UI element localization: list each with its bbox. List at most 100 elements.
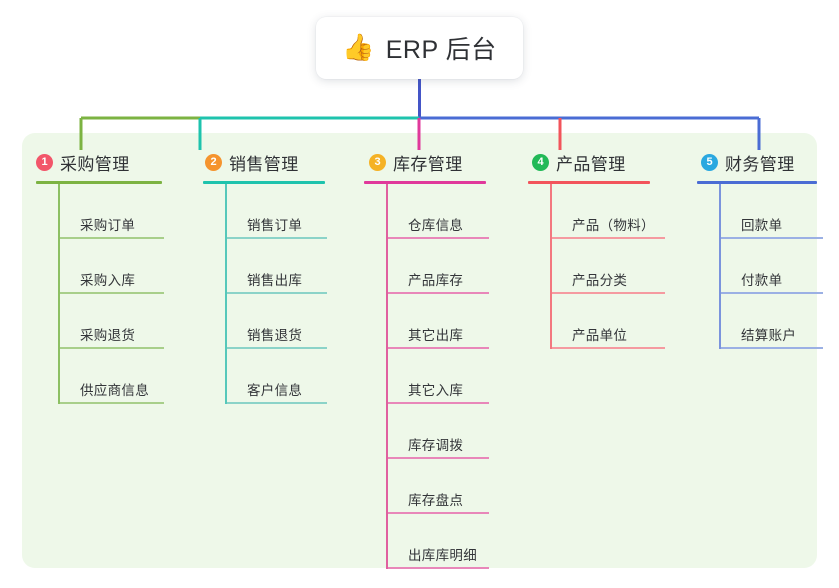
leaf-item[interactable]: 仓库信息: [386, 184, 520, 239]
leaf-item-label: 其它出库: [408, 328, 464, 343]
leaf-item[interactable]: 产品单位: [550, 294, 688, 349]
leaf-item[interactable]: 销售订单: [225, 184, 351, 239]
leaf-item-label: 回款单: [741, 218, 783, 233]
branch-rule-2: [203, 181, 325, 184]
leaf-item-label: 其它入库: [408, 383, 464, 398]
branch-title-2: 销售管理: [229, 154, 299, 174]
branch-column-1[interactable]: 1 采购管理 采购订单采购入库采购退货供应商信息: [22, 149, 182, 404]
branch-column-3[interactable]: 3 库存管理 仓库信息产品库存其它出库其它入库库存调拨库存盘点出库库明细: [355, 149, 520, 569]
thumbs-up-icon: 👍: [342, 32, 375, 62]
leaf-item[interactable]: 回款单: [719, 184, 839, 239]
leaf-item[interactable]: 采购订单: [58, 184, 182, 239]
leaf-item-label: 销售订单: [247, 218, 303, 233]
branch-leaves-5: 回款单付款单结算账户: [719, 184, 839, 349]
leaf-item-label: 采购订单: [80, 218, 136, 233]
branch-badge-1: 1: [36, 153, 53, 171]
leaf-item[interactable]: 采购退货: [58, 294, 182, 349]
branch-header-1[interactable]: 1 采购管理: [22, 149, 182, 175]
leaf-item-label: 采购退货: [80, 328, 136, 343]
leaf-item-rule: [60, 347, 164, 349]
branch-spine-4: [550, 184, 552, 349]
leaf-item-label: 出库库明细: [408, 548, 477, 563]
leaf-item-rule: [60, 402, 164, 404]
leaf-item-rule: [552, 347, 665, 349]
diagram-background-panel: [22, 133, 817, 568]
branch-column-2[interactable]: 2 销售管理 销售订单销售出库销售退货客户信息: [191, 149, 351, 404]
leaf-item[interactable]: 销售出库: [225, 239, 351, 294]
leaf-item-rule: [388, 347, 489, 349]
leaf-item[interactable]: 结算账户: [719, 294, 839, 349]
leaf-item[interactable]: 其它入库: [386, 349, 520, 404]
leaf-item-rule: [388, 512, 489, 514]
leaf-item-label: 销售出库: [247, 273, 303, 288]
leaf-item[interactable]: 供应商信息: [58, 349, 182, 404]
leaf-item[interactable]: 产品库存: [386, 239, 520, 294]
leaf-item-label: 库存盘点: [408, 493, 464, 508]
leaf-item-rule: [227, 292, 327, 294]
leaf-item-label: 产品库存: [408, 273, 464, 288]
branch-leaves-1: 采购订单采购入库采购退货供应商信息: [58, 184, 182, 404]
leaf-item-label: 产品（物料）: [572, 218, 655, 233]
branch-title-4: 产品管理: [556, 154, 626, 174]
leaf-item[interactable]: 采购入库: [58, 239, 182, 294]
leaf-item[interactable]: 库存调拨: [386, 404, 520, 459]
leaf-item-label: 产品单位: [572, 328, 628, 343]
leaf-item-label: 采购入库: [80, 273, 136, 288]
leaf-item-label: 产品分类: [572, 273, 628, 288]
leaf-item-label: 销售退货: [247, 328, 303, 343]
leaf-item-label: 结算账户: [741, 328, 797, 343]
branch-spine-2: [225, 184, 227, 404]
leaf-item-rule: [60, 237, 164, 239]
branch-leaves-4: 产品（物料） 产品分类产品单位: [550, 184, 688, 349]
leaf-item-rule: [721, 347, 823, 349]
branch-title-1: 采购管理: [60, 154, 130, 174]
leaf-item-label: 付款单: [741, 273, 783, 288]
branch-title-5: 财务管理: [725, 154, 795, 174]
branch-spine-3: [386, 184, 388, 569]
branch-rule-4: [528, 181, 650, 184]
branch-header-5[interactable]: 5 财务管理: [687, 149, 839, 175]
branch-rule-3: [364, 181, 486, 184]
leaf-item-rule: [721, 237, 823, 239]
branch-badge-2: 2: [205, 153, 222, 171]
branch-column-4[interactable]: 4 产品管理 产品（物料） 产品分类产品单位: [518, 149, 688, 349]
leaf-item[interactable]: 销售退货: [225, 294, 351, 349]
branch-spine-5: [719, 184, 721, 349]
branch-leaves-2: 销售订单销售出库销售退货客户信息: [225, 184, 351, 404]
leaf-item[interactable]: 出库库明细: [386, 514, 520, 569]
leaf-item[interactable]: 产品（物料）: [550, 184, 688, 239]
branch-column-5[interactable]: 5 财务管理 回款单付款单结算账户: [687, 149, 839, 349]
leaf-item-rule: [721, 292, 823, 294]
branch-leaves-3: 仓库信息产品库存其它出库其它入库库存调拨库存盘点出库库明细: [386, 184, 520, 569]
leaf-item-label: 客户信息: [247, 383, 303, 398]
branch-title-3: 库存管理: [393, 154, 463, 174]
leaf-item[interactable]: 库存盘点: [386, 459, 520, 514]
root-node[interactable]: 👍 ERP 后台: [316, 17, 523, 79]
leaf-item[interactable]: 产品分类: [550, 239, 688, 294]
leaf-item-rule: [227, 347, 327, 349]
leaf-item-rule: [60, 292, 164, 294]
leaf-item-rule: [388, 402, 489, 404]
leaf-item-rule: [388, 237, 489, 239]
branch-badge-5: 5: [701, 153, 718, 171]
leaf-item-rule: [552, 292, 665, 294]
branch-header-3[interactable]: 3 库存管理: [355, 149, 520, 175]
branch-header-4[interactable]: 4 产品管理: [518, 149, 688, 175]
leaf-item-label: 供应商信息: [80, 383, 149, 398]
branch-badge-4: 4: [532, 153, 549, 171]
leaf-item-rule: [388, 567, 489, 569]
leaf-item[interactable]: 其它出库: [386, 294, 520, 349]
branch-header-2[interactable]: 2 销售管理: [191, 149, 351, 175]
leaf-item-rule: [227, 237, 327, 239]
branch-badge-3: 3: [369, 153, 386, 171]
leaf-item[interactable]: 客户信息: [225, 349, 351, 404]
root-node-label: ERP 后台: [385, 36, 497, 64]
branch-rule-5: [697, 181, 817, 184]
branch-rule-1: [36, 181, 162, 184]
leaf-item[interactable]: 付款单: [719, 239, 839, 294]
leaf-item-rule: [388, 292, 489, 294]
leaf-item-rule: [552, 237, 665, 239]
branch-spine-1: [58, 184, 60, 404]
